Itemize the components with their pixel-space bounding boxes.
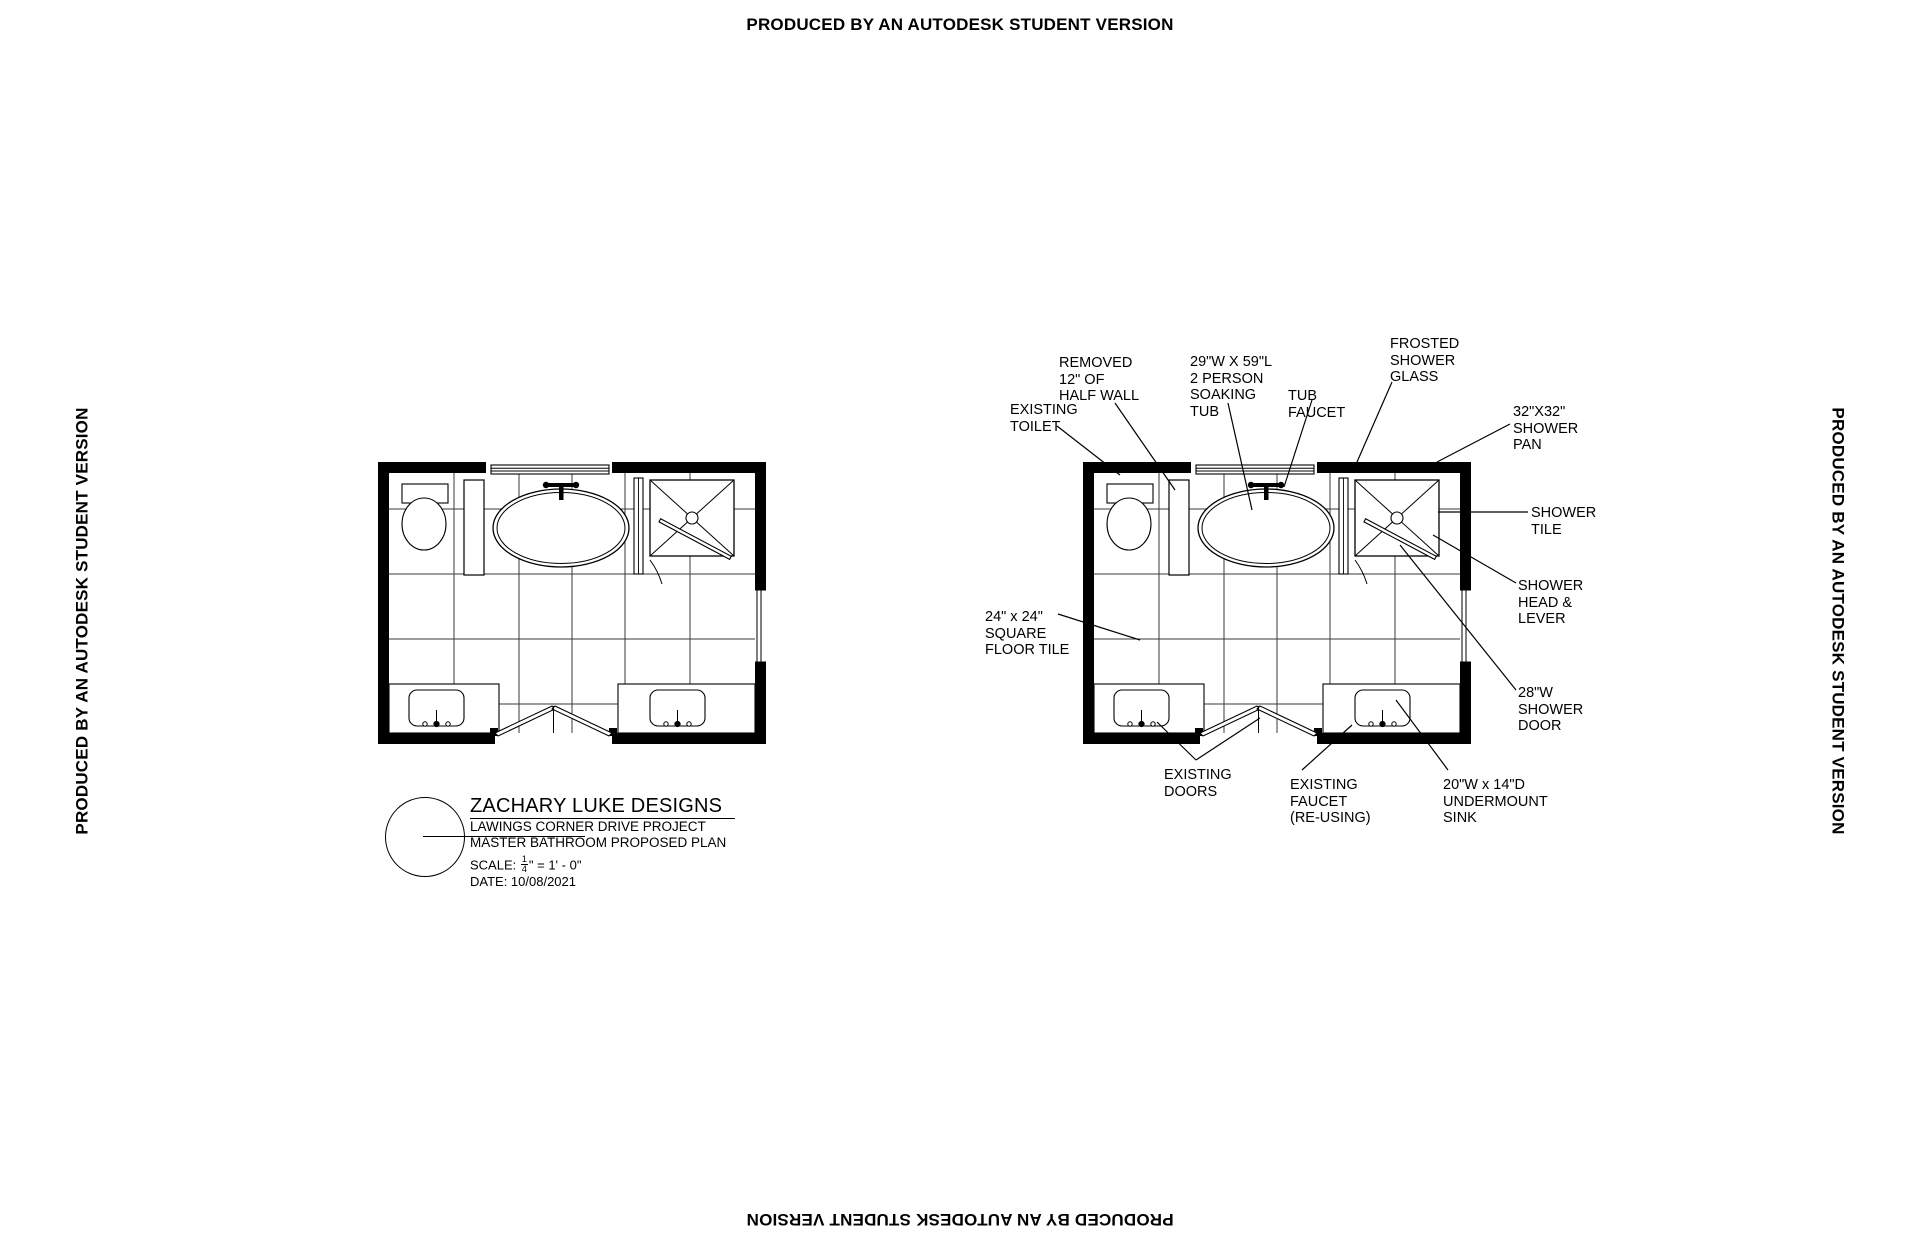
title-block-text: ZACHARY LUKE DESIGNS LAWINGS CORNER DRIV…	[470, 795, 800, 890]
watermark-bottom: PRODUCED BY AN AUTODESK STUDENT VERSION	[746, 1210, 1174, 1229]
shower-drain	[685, 511, 699, 525]
title-block-stamp-circle	[385, 797, 465, 877]
shower-door	[649, 518, 733, 585]
scale-fraction: 1 4	[520, 854, 528, 874]
existing-floor-plan	[378, 462, 766, 744]
half-wall-partition	[1168, 479, 1190, 576]
scale-numerator: 1	[520, 854, 528, 865]
company-name: ZACHARY LUKE DESIGNS	[470, 795, 723, 817]
scale-label: SCALE:	[470, 857, 517, 873]
title-block: ZACHARY LUKE DESIGNS LAWINGS CORNER DRIV…	[385, 795, 805, 915]
wall-opening-entry	[495, 733, 612, 744]
vanity-left	[388, 683, 500, 734]
proposed-floor-plan	[1083, 462, 1471, 744]
sink-faucet-right	[663, 710, 692, 728]
sink-faucet-left	[422, 710, 451, 728]
toilet-fixture	[1106, 483, 1154, 551]
frosted-shower-glass	[633, 477, 644, 575]
shower-drain	[1390, 511, 1404, 525]
vanity-right	[617, 683, 756, 734]
drawing-scale: SCALE: 1 4 " = 1' - 0"	[470, 855, 800, 874]
watermark-right: PRODUCED BY AN AUTODESK STUDENT VERSION	[1828, 407, 1848, 835]
tub-faucet	[542, 481, 580, 500]
annotation-square-floor-tile: 24" x 24" SQUARE FLOOR TILE	[985, 609, 1070, 658]
annotation-existing-faucet: EXISTING FAUCET (RE-USING)	[1290, 777, 1371, 826]
annotation-removed-half-wall: REMOVED 12" OF HALF WALL	[1059, 355, 1140, 404]
scale-denominator: 4	[521, 864, 527, 874]
existing-doors	[490, 705, 617, 737]
vanity-left	[1093, 683, 1205, 734]
watermark-left: PRODUCED BY AN AUTODESK STUDENT VERSION	[72, 407, 92, 835]
leader-frosted-glass	[1356, 381, 1393, 463]
shower-pan	[649, 479, 735, 557]
toilet-fixture	[401, 483, 449, 551]
watermark-top: PRODUCED BY AN AUTODESK STUDENT VERSION	[746, 15, 1174, 34]
scale-rest: " = 1' - 0"	[528, 857, 582, 873]
annotation-soaking-tub: 29"W X 59"L 2 PERSON SOAKING TUB	[1190, 354, 1273, 420]
soaking-tub	[492, 488, 630, 568]
title-block-leader	[423, 836, 585, 837]
annotation-undermount-sink: 20"W x 14"D UNDERMOUNT SINK	[1443, 777, 1548, 826]
shower-pan	[1354, 479, 1440, 557]
project-name: LAWINGS CORNER DRIVE PROJECT	[470, 819, 706, 834]
half-wall-partition	[463, 479, 485, 576]
title-block-rule	[470, 818, 735, 819]
tub-deck-lines	[490, 464, 610, 475]
existing-doors	[1195, 705, 1322, 737]
annotation-existing-toilet: EXISTING TOILET	[1010, 402, 1078, 435]
sheet-title: MASTER BATHROOM PROPOSED PLAN	[470, 834, 727, 850]
annotation-frosted-shower-glass: FROSTED SHOWER GLASS	[1390, 336, 1460, 385]
annotation-tub-faucet: TUB FAUCET	[1288, 388, 1346, 421]
annotation-shower-pan: 32"X32" SHOWER PAN	[1513, 404, 1579, 453]
right-wall-jamb	[755, 589, 766, 663]
annotation-shower-door: 28"W SHOWER DOOR	[1518, 685, 1584, 734]
leader-shower-pan	[1436, 423, 1511, 463]
drawing-date: DATE: 10/08/2021	[470, 874, 576, 889]
sink-faucet-right	[1368, 710, 1397, 728]
annotation-shower-tile: SHOWER TILE	[1531, 505, 1597, 538]
annotation-existing-doors: EXISTING DOORS	[1164, 767, 1232, 800]
frosted-shower-glass	[1338, 477, 1349, 575]
annotation-shower-head-lever: SHOWER HEAD & LEVER	[1518, 578, 1584, 627]
tub-deck-lines	[1195, 464, 1315, 475]
wall-opening-entry	[1200, 733, 1317, 744]
vanity-right	[1322, 683, 1461, 734]
sink-faucet-left	[1127, 710, 1156, 728]
soaking-tub	[1197, 488, 1335, 568]
